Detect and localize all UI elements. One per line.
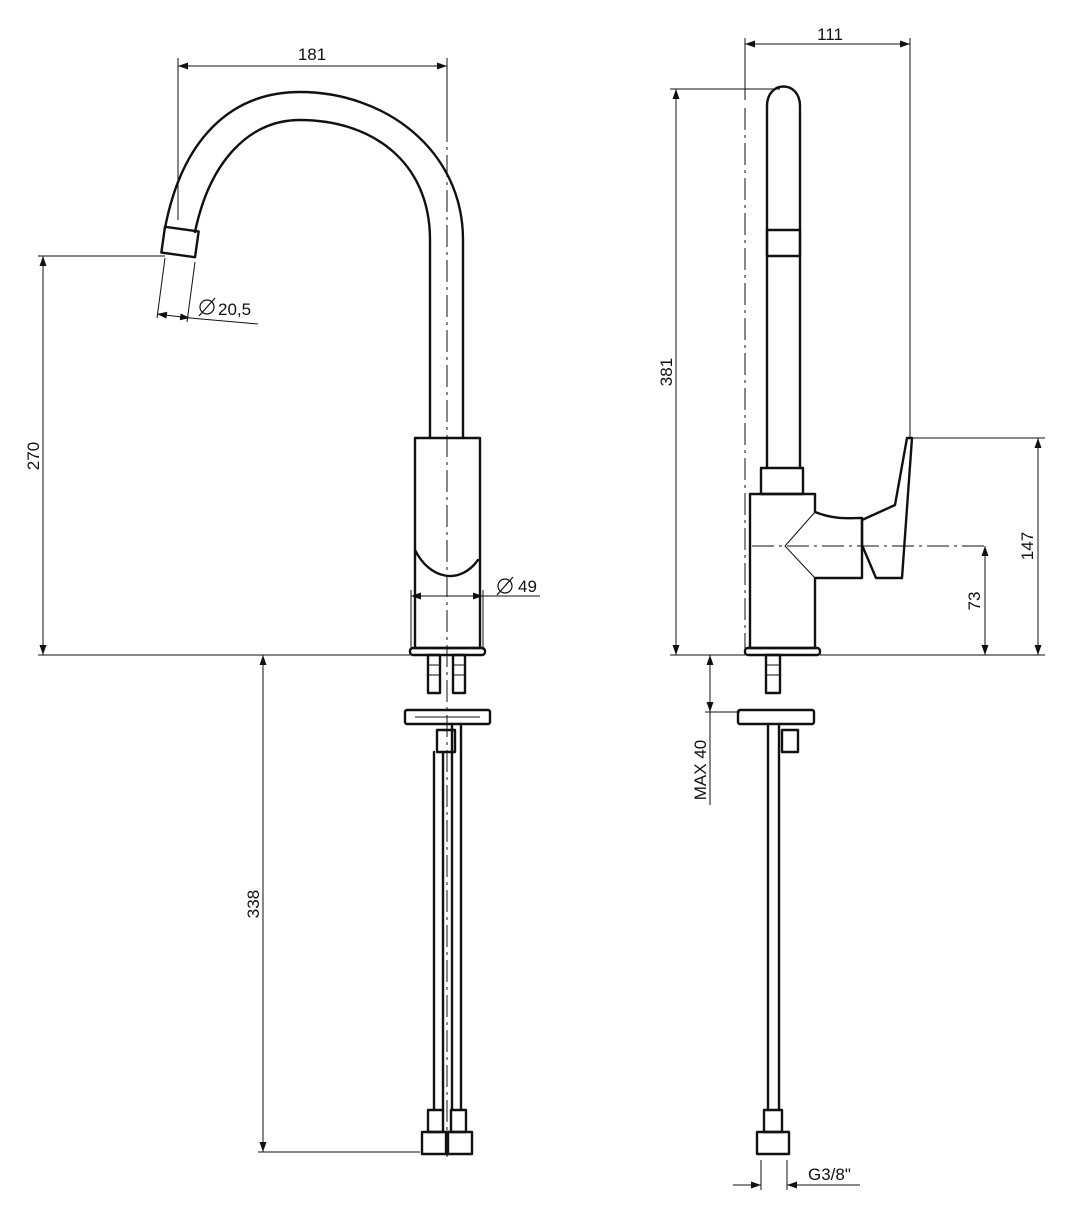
dim-body-diameter: 49 bbox=[518, 577, 537, 596]
side-view: 111 381 147 73 MAX 40 G3/8" bbox=[657, 25, 1045, 1190]
front-view: 181 20,5 270 49 338 bbox=[24, 45, 540, 1160]
dim-depth: 111 bbox=[817, 25, 843, 44]
dim-handle-axis-height: 73 bbox=[965, 592, 984, 611]
supply-hoses bbox=[420, 722, 474, 1156]
dim-spout-reach: 181 bbox=[298, 45, 326, 64]
diameter-icon bbox=[198, 297, 216, 317]
side-neck bbox=[759, 466, 805, 496]
side-mounting-nut bbox=[780, 728, 800, 754]
dim-total-height: 381 bbox=[657, 358, 676, 386]
dim-spout-height: 270 bbox=[24, 442, 43, 470]
side-lever bbox=[860, 436, 914, 580]
side-body bbox=[748, 492, 864, 650]
dim-max-deck-thickness: MAX 40 bbox=[691, 740, 710, 800]
front-connectors bbox=[426, 653, 467, 695]
dim-spout-outlet-diameter: 20,5 bbox=[218, 300, 251, 319]
side-base-plate bbox=[743, 646, 822, 657]
mounting-nut bbox=[435, 728, 457, 754]
spout bbox=[163, 90, 465, 440]
side-spout-band bbox=[765, 228, 802, 258]
diameter-icon bbox=[496, 576, 514, 596]
dim-lever-height: 147 bbox=[1018, 532, 1037, 560]
dim-hose-length: 338 bbox=[244, 890, 263, 918]
dim-thread: G3/8" bbox=[808, 1165, 851, 1184]
side-connector bbox=[764, 653, 782, 695]
body-highlight bbox=[413, 548, 480, 578]
side-spout bbox=[765, 85, 802, 470]
side-mounting-bracket bbox=[736, 708, 816, 726]
side-body-facet bbox=[784, 511, 816, 579]
spout-aerator bbox=[160, 225, 200, 259]
